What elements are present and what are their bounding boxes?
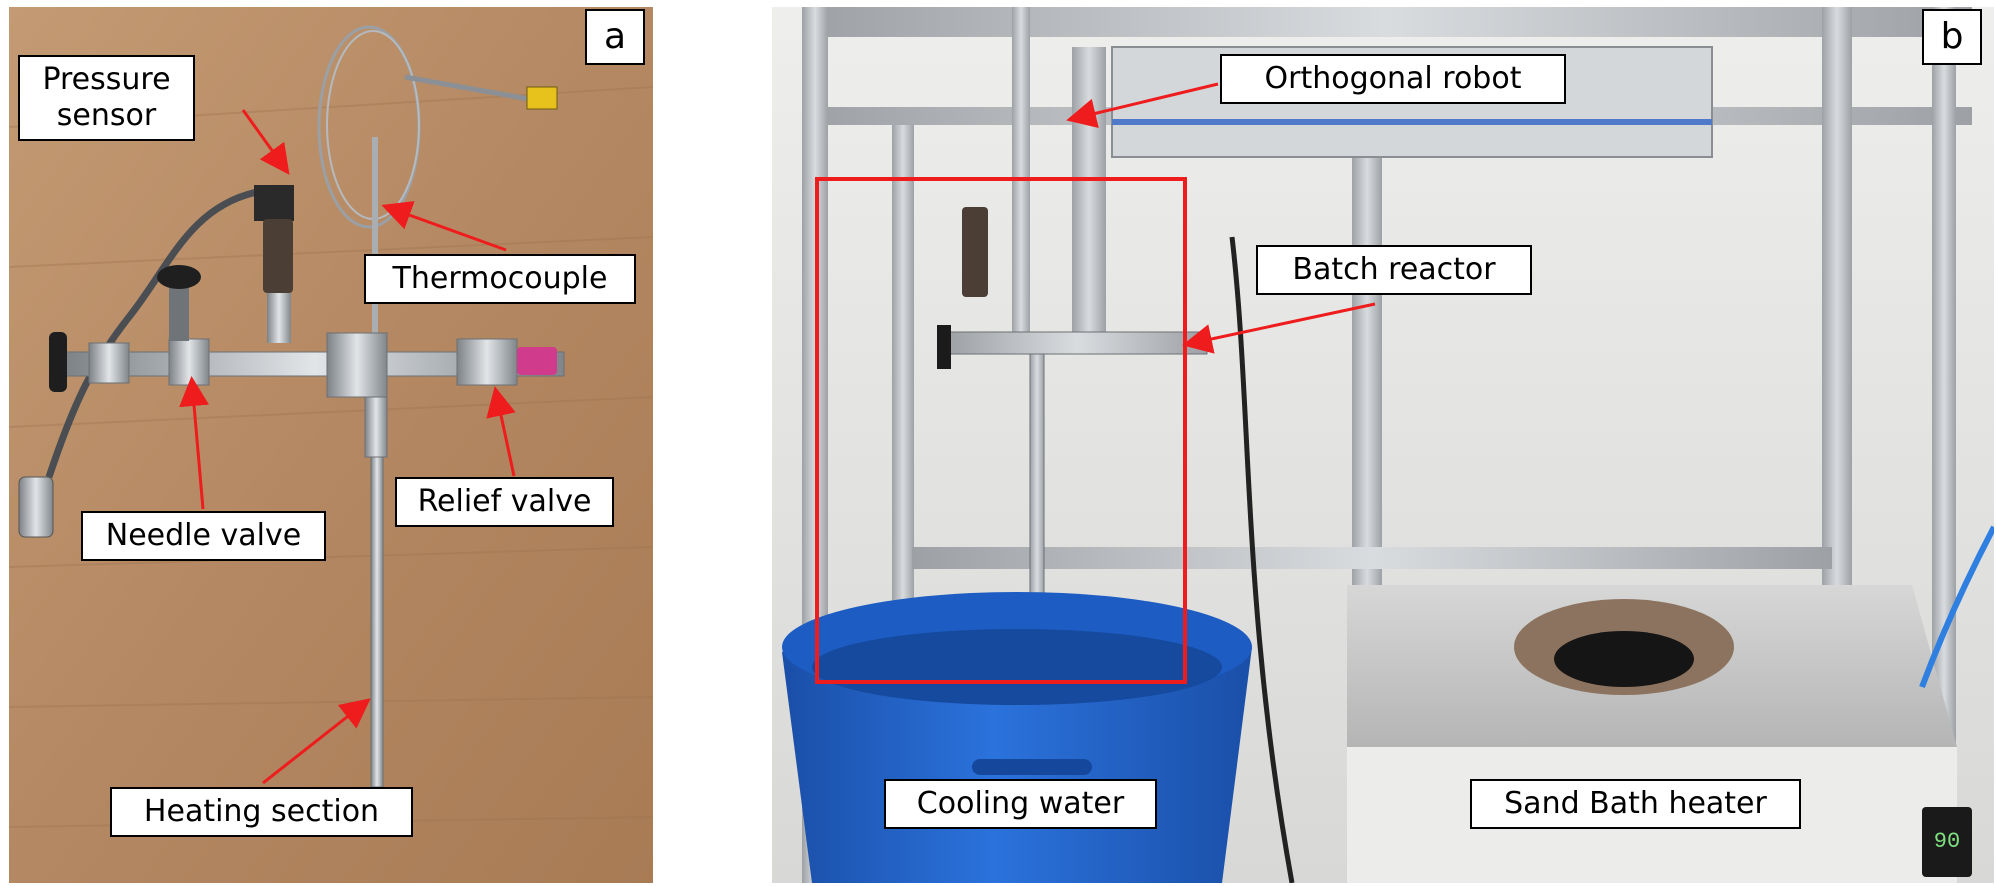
panel-b-letter: b bbox=[1922, 9, 1982, 65]
heater-display-readout: 90 bbox=[1934, 829, 1960, 854]
heating-section-label: Heating section bbox=[110, 787, 413, 837]
panel-b-photo: 90 b Orthogonal robot Batch reactor Cool… bbox=[772, 7, 1994, 883]
panel-a-letter: a bbox=[585, 9, 645, 65]
panel-a-photo: a Pressure sensor Thermocouple Needle va… bbox=[9, 7, 653, 883]
cooling-water-label: Cooling water bbox=[884, 779, 1157, 829]
thermocouple-label: Thermocouple bbox=[364, 254, 636, 304]
orthogonal-robot-label: Orthogonal robot bbox=[1220, 54, 1566, 104]
needle-valve-label: Needle valve bbox=[81, 511, 326, 561]
batch-reactor-label: Batch reactor bbox=[1256, 245, 1532, 295]
robot-rig-photo: 90 bbox=[772, 7, 1994, 883]
batch-reactor-highlight-box bbox=[815, 177, 1187, 684]
pressure-sensor-label: Pressure sensor bbox=[18, 55, 195, 141]
sand-bath-heater-label: Sand Bath heater bbox=[1470, 779, 1801, 829]
relief-valve-label: Relief valve bbox=[395, 477, 614, 527]
